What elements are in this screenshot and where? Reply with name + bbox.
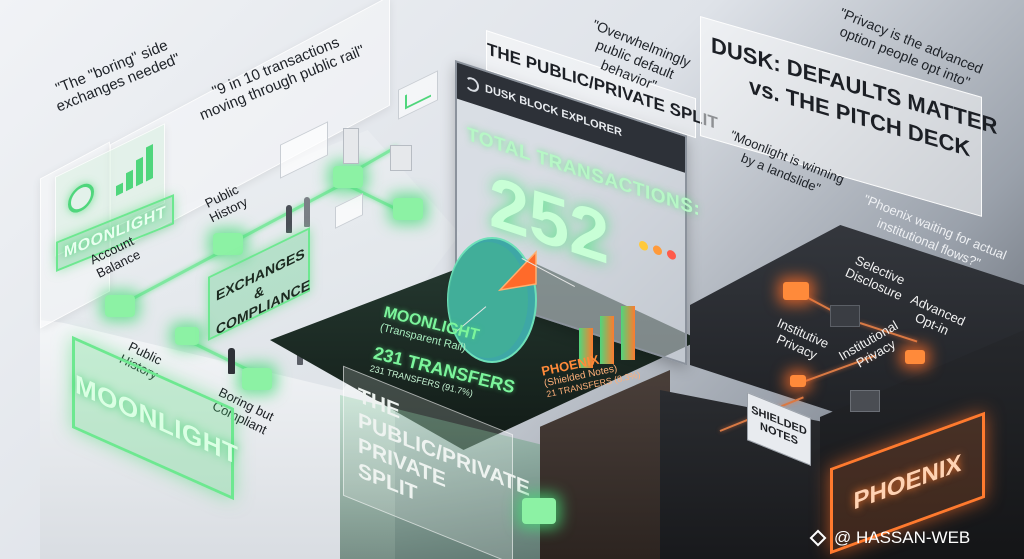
server-box-icon [830,305,860,327]
node-boring-compliant [242,368,272,390]
node-shielded-notes [790,375,806,387]
window-close-icon[interactable] [667,248,676,261]
server-box-icon [850,390,880,412]
binance-logo-icon [809,529,827,547]
chart-screen-icon [398,70,438,120]
server-rack-icon [343,128,359,164]
user-icon [68,178,94,218]
node-public-history-bottom [175,327,199,345]
window-maximize-icon[interactable] [639,239,648,252]
person-figure [228,348,235,374]
pie-face [448,242,528,358]
node-right [393,198,423,220]
split-pie-chart [447,237,537,363]
quote-boring-side: "The "boring" side exchanges needed" [53,36,183,116]
bar-mark [600,316,614,364]
bar-mark [579,328,593,368]
node-public-history-top [213,233,243,255]
node-account-balance [105,295,135,317]
watermark-text: @ HASSAN-WEB [834,528,971,547]
watermark: @ HASSAN-WEB [809,528,1017,550]
person-figure [304,197,310,227]
node-top [333,166,363,188]
dusk-logo-icon [465,75,479,94]
bar-mark [621,306,635,360]
node-advanced-optin [905,350,925,364]
person-figure [286,205,292,233]
server-rack-icon [390,145,412,171]
bar-chart-icon [116,143,156,197]
node-center-bottom [522,498,556,524]
node-selective-disclosure [783,282,809,300]
shielded-notes-label: SHIELDED NOTES [751,403,807,448]
window-minimize-icon[interactable] [653,244,662,257]
